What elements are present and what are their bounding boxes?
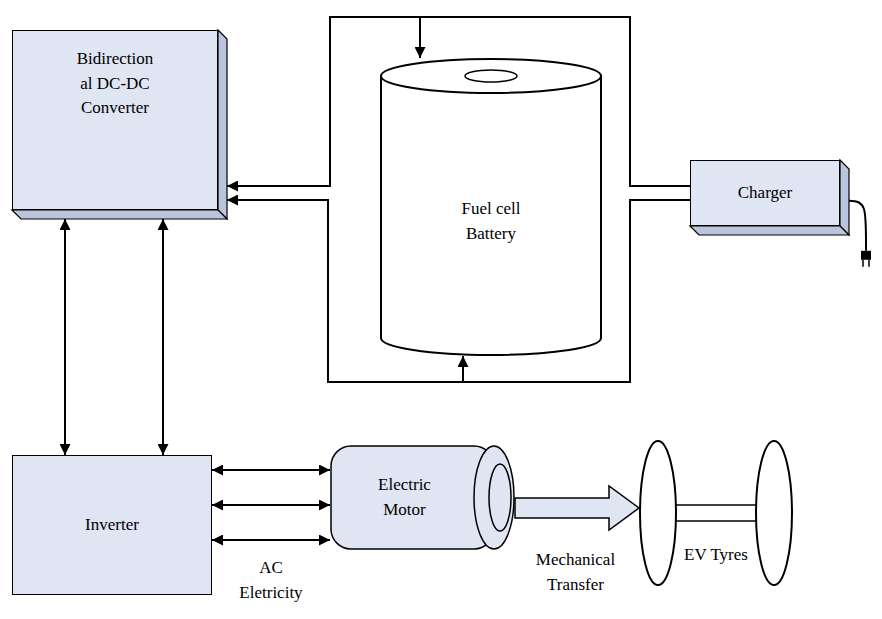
tyres-shape: EV Tyres bbox=[636, 440, 796, 590]
cylinder-terminal bbox=[465, 70, 517, 82]
motor-end bbox=[474, 446, 514, 549]
motor-shape: Electric Motor bbox=[330, 445, 515, 550]
process-box: Bidirection al DC-DC Converter bbox=[12, 30, 218, 210]
node-label: Electric Motor bbox=[365, 473, 445, 522]
tyre bbox=[640, 441, 676, 585]
process-box: Charger bbox=[690, 160, 840, 226]
node-label: Bidirection al DC-DC Converter bbox=[70, 47, 160, 121]
plug-pins bbox=[863, 260, 869, 267]
plug bbox=[861, 251, 871, 260]
cylinder-top bbox=[381, 59, 601, 93]
motor-body bbox=[331, 446, 494, 549]
battery-cylinder: Fuel cell Battery bbox=[380, 58, 602, 356]
connector bbox=[212, 469, 330, 471]
edge-label: Mechanical Transfer bbox=[514, 548, 638, 597]
block-arrow bbox=[515, 486, 639, 530]
edge-label: AC Eletricity bbox=[229, 556, 313, 605]
box-side bbox=[218, 30, 227, 219]
connector bbox=[212, 504, 330, 506]
tyre bbox=[756, 441, 792, 585]
node-label: Inverter bbox=[85, 513, 139, 538]
motor-outline bbox=[330, 445, 515, 550]
motor-shaft bbox=[489, 464, 511, 531]
charger-cord bbox=[849, 201, 866, 251]
cylinder-body bbox=[381, 75, 601, 355]
tyres-drawing bbox=[636, 440, 796, 590]
box-side bbox=[12, 210, 227, 219]
node-label: Charger bbox=[738, 181, 792, 206]
connector bbox=[162, 219, 164, 455]
process-box: Inverter bbox=[12, 455, 212, 595]
connector bbox=[212, 539, 330, 541]
box-side bbox=[690, 226, 849, 235]
box-side bbox=[840, 160, 849, 235]
node-label: Fuel cell Battery bbox=[451, 197, 531, 246]
connector bbox=[64, 219, 66, 455]
node-label: EV Tyres bbox=[684, 543, 748, 568]
